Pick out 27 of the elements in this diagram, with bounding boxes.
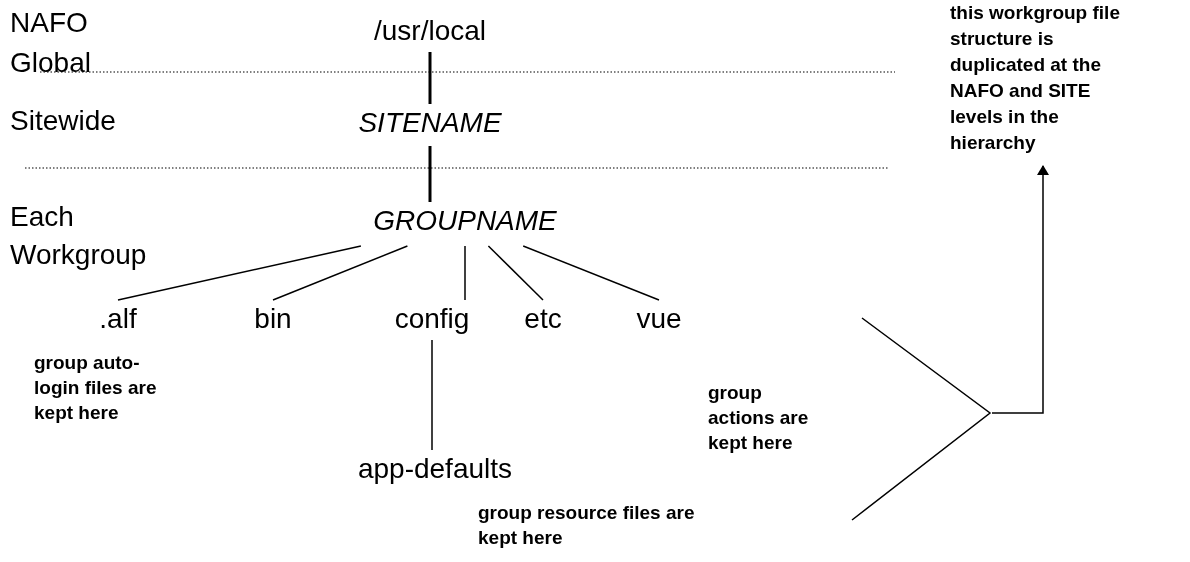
annotation-text: group auto-login files are kept here xyxy=(34,351,158,425)
level-label: Each Workgroup xyxy=(10,200,148,272)
directory-name: config xyxy=(382,302,482,336)
connector-line xyxy=(272,245,409,301)
level-label: Global xyxy=(10,46,92,80)
connector-line xyxy=(117,245,362,301)
directory-name: .alf xyxy=(80,302,156,336)
directory-name: app-defaults xyxy=(355,452,515,486)
directory-name: SITENAME xyxy=(355,106,505,140)
note-text: this workgroup file structure is duplicated at the NAFO and SITE levels in the hierarchy xyxy=(950,0,1136,156)
annotation-text: group actions are kept here xyxy=(708,381,810,455)
level-label: NAFO xyxy=(10,6,89,40)
connector-line xyxy=(464,245,466,301)
connector-line xyxy=(487,245,544,301)
directory-name: etc xyxy=(515,302,571,336)
directory-name: vue xyxy=(628,302,690,336)
directory-name: bin xyxy=(245,302,301,336)
connector-line xyxy=(428,146,432,202)
connector-line xyxy=(522,245,660,301)
annotation-text: group resource files are kept here xyxy=(478,501,696,550)
directory-name: /usr/local xyxy=(360,14,500,48)
connector-line xyxy=(431,339,433,451)
directory-name: GROUPNAME xyxy=(335,204,595,238)
bracket xyxy=(851,316,992,522)
arrow xyxy=(991,165,1049,414)
level-label: Sitewide xyxy=(10,104,117,138)
connector-line xyxy=(428,52,432,104)
